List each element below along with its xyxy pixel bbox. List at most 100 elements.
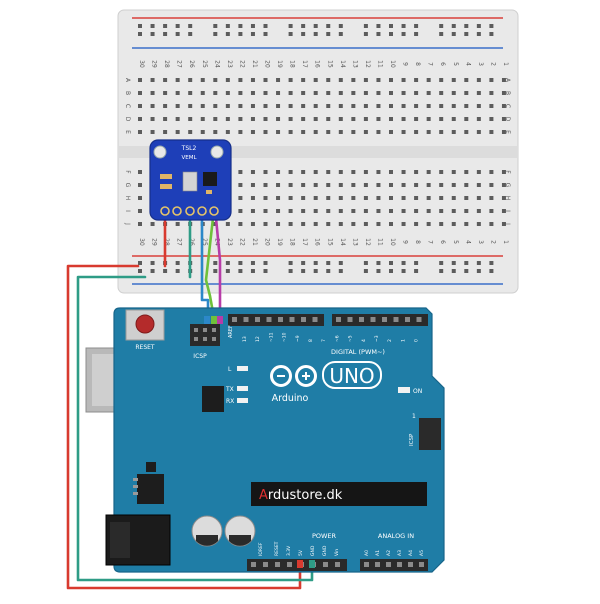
breadboard-hole — [501, 117, 506, 121]
breadboard-hole — [263, 222, 268, 226]
rail-hole — [326, 24, 331, 28]
breadboard-hole — [451, 196, 456, 200]
breadboard-hole — [263, 130, 268, 134]
rail-hole — [213, 32, 218, 36]
rail-hole — [250, 261, 255, 265]
column-number: 27 — [176, 238, 183, 246]
rail-hole — [225, 269, 230, 273]
breadboard-hole — [351, 91, 356, 95]
pin-sda[interactable] — [197, 206, 207, 216]
rail-hole — [225, 261, 230, 265]
pin-scl[interactable] — [185, 206, 195, 216]
rail-hole — [451, 261, 456, 265]
rail-hole — [451, 32, 456, 36]
rail-hole — [150, 24, 155, 28]
column-number: 16 — [314, 60, 321, 68]
pin-int[interactable] — [209, 206, 219, 216]
rail-hole — [376, 32, 381, 36]
breadboard-hole — [363, 196, 368, 200]
breadboard-hole — [326, 130, 331, 134]
breadboard-hole — [489, 209, 494, 213]
breadboard-hole — [188, 104, 193, 108]
digital-pin-number: 2 — [387, 339, 393, 342]
breadboard-hole — [138, 209, 142, 213]
light-sensor-module[interactable]: TSL2 VEML — [149, 139, 232, 221]
green-wire-sda[interactable] — [204, 216, 216, 320]
red-wire-5v-rail[interactable] — [66, 264, 302, 590]
rail-hole — [163, 32, 168, 36]
breadboard-hole — [363, 183, 368, 187]
icsp-header[interactable] — [419, 418, 441, 450]
digital-header-left[interactable] — [228, 314, 324, 326]
rail-hole — [476, 261, 481, 265]
row-letter: A — [124, 78, 131, 83]
teal-wire-gnd-rail[interactable] — [76, 275, 314, 582]
rail-hole — [225, 24, 230, 28]
rail-hole — [464, 261, 469, 265]
breadboard-hole — [501, 104, 506, 108]
rail-hole — [451, 24, 456, 28]
breadboard-hole — [414, 183, 419, 187]
logo-loop-left — [270, 365, 292, 387]
icsp2-header[interactable] — [190, 324, 220, 346]
digital-header-right[interactable] — [332, 314, 428, 326]
rail-hole — [163, 24, 168, 28]
rail-hole — [464, 24, 469, 28]
digital-pin-number: 0 — [414, 339, 420, 342]
on-led — [398, 387, 410, 393]
breadboard-hole — [313, 78, 318, 82]
column-number: 14 — [339, 60, 346, 68]
rail-hole — [213, 261, 218, 265]
breadboard-hole — [163, 78, 168, 82]
breadboard-hole — [464, 130, 469, 134]
breadboard-hole — [263, 170, 268, 174]
header-pin — [255, 317, 260, 322]
breadboard-hole — [276, 196, 281, 200]
header-pin — [364, 562, 369, 567]
rail-hole — [338, 24, 343, 28]
pin-gnd[interactable] — [172, 206, 182, 216]
ioref-label: IOREF — [258, 542, 264, 556]
column-number: 23 — [226, 60, 233, 68]
breadboard-hole — [163, 104, 168, 108]
breadboard-hole — [301, 196, 306, 200]
breadboard-hole — [263, 104, 268, 108]
breadboard-hole — [376, 170, 381, 174]
magenta-wire-int[interactable] — [214, 216, 222, 320]
column-number: 17 — [301, 238, 308, 246]
breadboard-hole — [263, 196, 268, 200]
breadboard-hole — [313, 117, 318, 121]
breadboard-hole — [238, 104, 243, 108]
rail-hole — [451, 269, 456, 273]
column-number: 29 — [151, 60, 158, 68]
breadboard-hole — [338, 209, 343, 213]
breadboard-hole — [414, 170, 419, 174]
rail-hole — [338, 269, 343, 273]
rail-hole — [175, 32, 180, 36]
breadboard-hole — [426, 183, 431, 187]
header-pin — [408, 562, 413, 567]
rail-hole — [188, 32, 193, 36]
icsp-label: ICSP — [409, 433, 415, 446]
analog-header[interactable] — [360, 559, 428, 571]
reset-button[interactable] — [135, 314, 155, 334]
breadboard-hole — [338, 183, 343, 187]
breadboard-hole — [200, 91, 205, 95]
pin-vin[interactable] — [160, 206, 170, 216]
breadboard-hole — [338, 91, 343, 95]
breadboard-hole — [451, 209, 456, 213]
header-pin — [243, 317, 249, 322]
breadboard-hole — [138, 104, 142, 108]
column-number: 8 — [414, 240, 421, 244]
header-pin — [278, 317, 283, 322]
column-number: 28 — [163, 238, 170, 246]
rail-hole — [326, 269, 331, 273]
breadboard-hole — [451, 117, 456, 121]
breadboard-hole — [326, 196, 331, 200]
column-number: 15 — [326, 238, 333, 246]
breadboard-hole — [276, 91, 281, 95]
rail-hole — [326, 261, 331, 265]
breadboard-hole — [175, 222, 180, 226]
